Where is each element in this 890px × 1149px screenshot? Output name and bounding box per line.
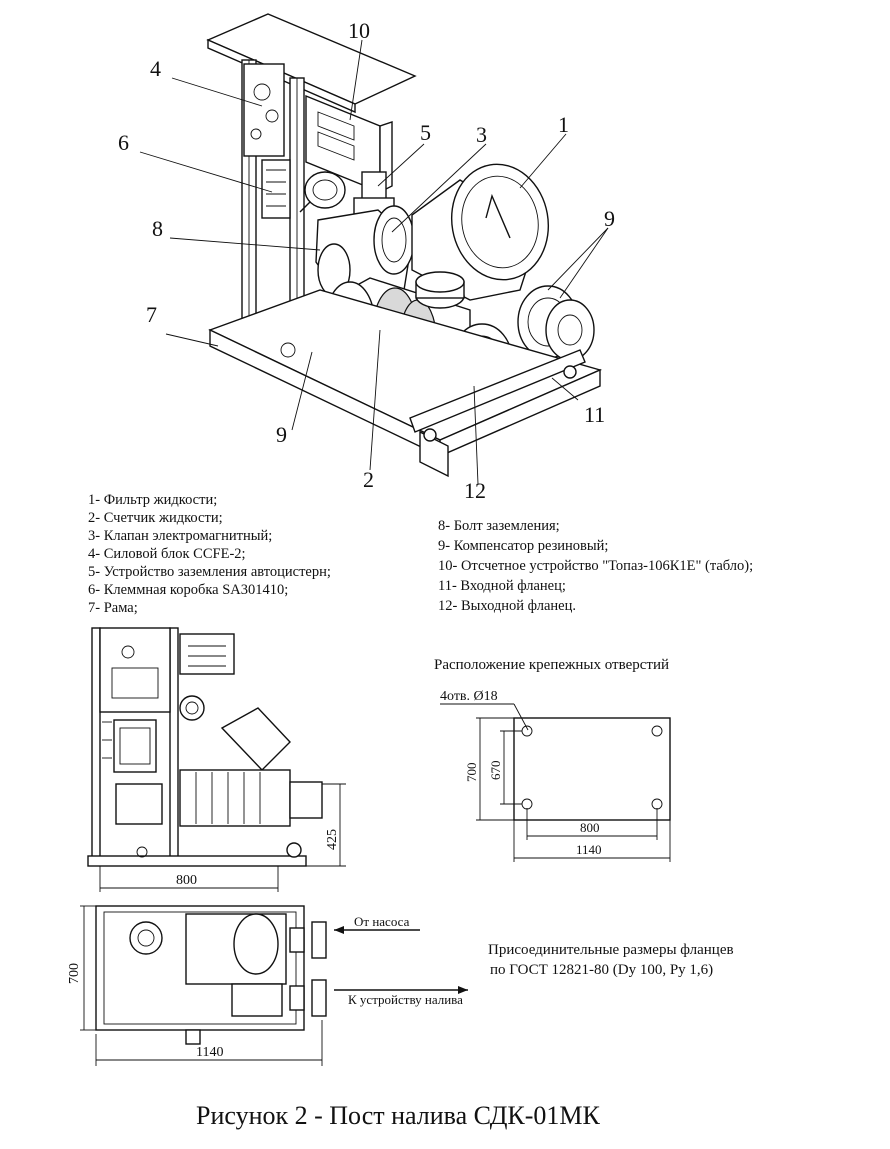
figure-caption: Рисунок 2 - Пост налива СДК-01МК [196,1101,601,1130]
legend-left: 1- Фильтр жидкости; 2- Счетчик жидкости;… [88,492,331,616]
legend-item-7: 7- Рама; [88,600,138,616]
callout-4: 4 [150,56,161,81]
flange-note: Присоединительные размеры фланцев по ГОС… [488,942,734,978]
legend-item-3: 3- Клапан электромагнитный; [88,528,272,544]
mount-dim-670: 670 [488,761,503,781]
callout-10: 10 [348,18,370,43]
top-dim-width: 1140 [196,1045,223,1060]
callout-9-left: 9 [276,422,287,447]
legend-right: 8- Болт заземления; 9- Компенсатор резин… [438,518,753,614]
legend-item-8: 8- Болт заземления; [438,518,560,534]
callout-8: 8 [152,216,163,241]
callout-1: 1 [558,112,569,137]
flange-note-line-2: по ГОСТ 12821-80 (Dy 100, Py 1,6) [490,962,713,978]
top-view [95,905,327,1045]
mount-title: Расположение крепежных отверстий [434,657,669,673]
legend-item-6: 6- Клеммная коробка SA301410; [88,582,288,598]
legend-item-12: 12- Выходной фланец. [438,598,576,614]
top-view-dimensions: 700 1140 От насоса К устройству налива [67,905,468,1066]
callout-numbers: 1 2 3 4 5 6 7 8 9 9 10 11 12 [118,18,615,503]
top-dim-height: 700 [67,963,82,984]
mount-dim-1140: 1140 [576,842,602,857]
mount-holes-label: 4отв. Ø18 [440,689,498,704]
legend-item-4: 4- Силовой блок CCFE-2; [88,546,246,562]
to-filler-label: К устройству налива [348,992,463,1007]
legend-item-2: 2- Счетчик жидкости; [88,510,223,526]
legend-item-9: 9- Компенсатор резиновый; [438,538,608,554]
legend-item-1: 1- Фильтр жидкости; [88,492,217,508]
front-view-dimensions: 800 425 [99,783,346,892]
mount-dim-700: 700 [464,763,479,783]
legend-item-11: 11- Входной фланец; [438,578,566,594]
callout-9-right: 9 [604,206,615,231]
callout-5: 5 [420,120,431,145]
mounting-holes-diagram: Расположение крепежных отверстий 4отв. Ø… [434,657,671,862]
front-dim-height: 425 [325,829,340,850]
callout-3: 3 [476,122,487,147]
callout-6: 6 [118,130,129,155]
callout-7: 7 [146,302,157,327]
callout-11: 11 [584,402,605,427]
legend-item-5: 5- Устройство заземления автоцистерн; [88,564,331,580]
isometric-view [206,13,603,478]
front-view [87,627,323,867]
flange-note-line-1: Присоединительные размеры фланцев [488,942,734,958]
callout-2: 2 [363,467,374,492]
mount-dim-800: 800 [580,820,600,835]
callout-12: 12 [464,478,486,503]
front-dim-width: 800 [176,873,197,888]
callout-leaders [139,39,609,485]
from-pump-label: От насоса [354,914,410,929]
legend-item-10: 10- Отсчетное устройство "Топаз-106К1Е" … [438,558,753,574]
